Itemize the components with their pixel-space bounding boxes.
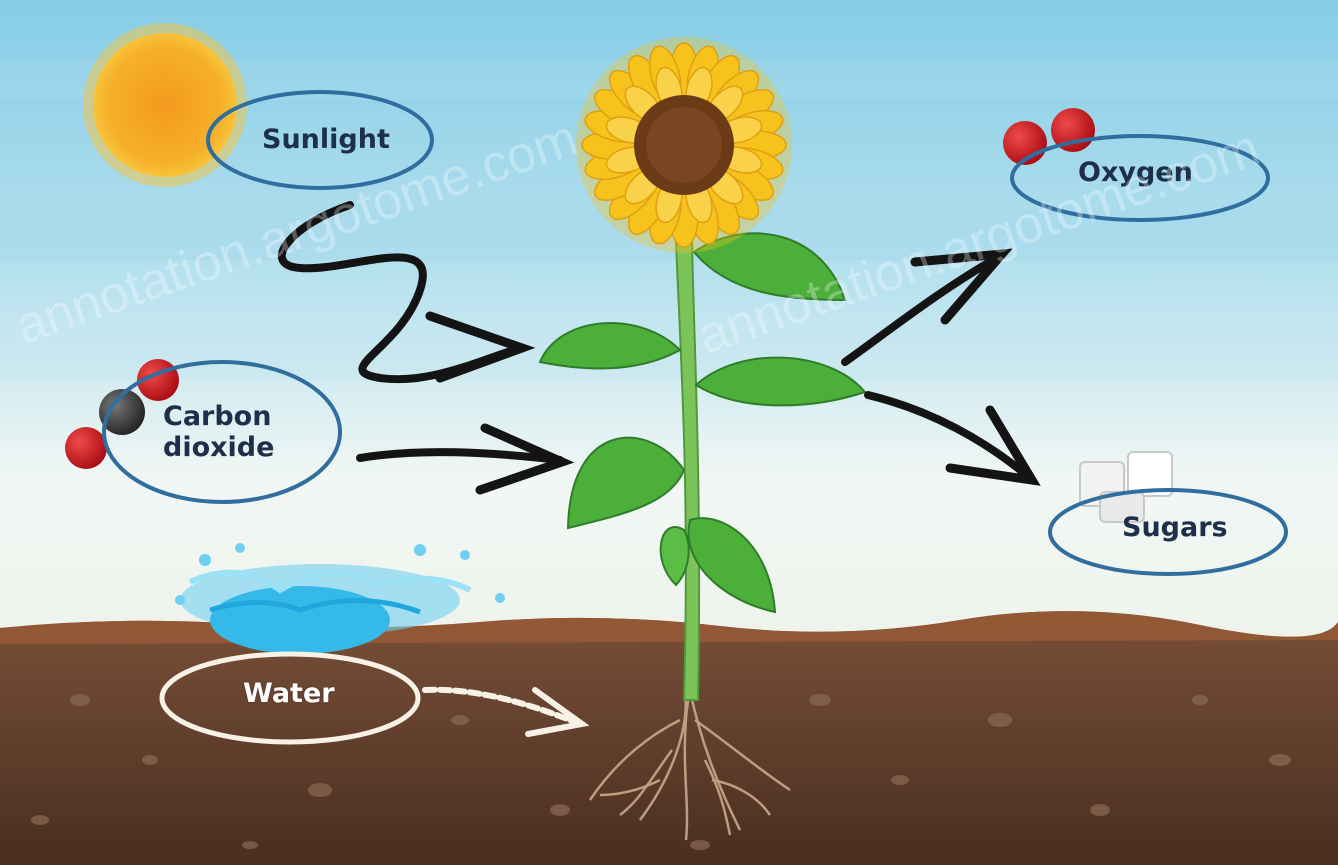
soil-ground [0, 611, 1338, 865]
sunlight-label: Sunlight [262, 124, 390, 155]
sugars-label: Sugars [1122, 512, 1228, 543]
water-label: Water [243, 678, 335, 709]
carbon-dioxide-label-line1: Carbon [163, 401, 274, 432]
carbon-dioxide-label: Carbon dioxide [163, 401, 274, 463]
carbon-dioxide-label-line2: dioxide [163, 432, 274, 463]
sunflower-icon [576, 37, 792, 253]
oxygen-label: Oxygen [1078, 157, 1193, 188]
